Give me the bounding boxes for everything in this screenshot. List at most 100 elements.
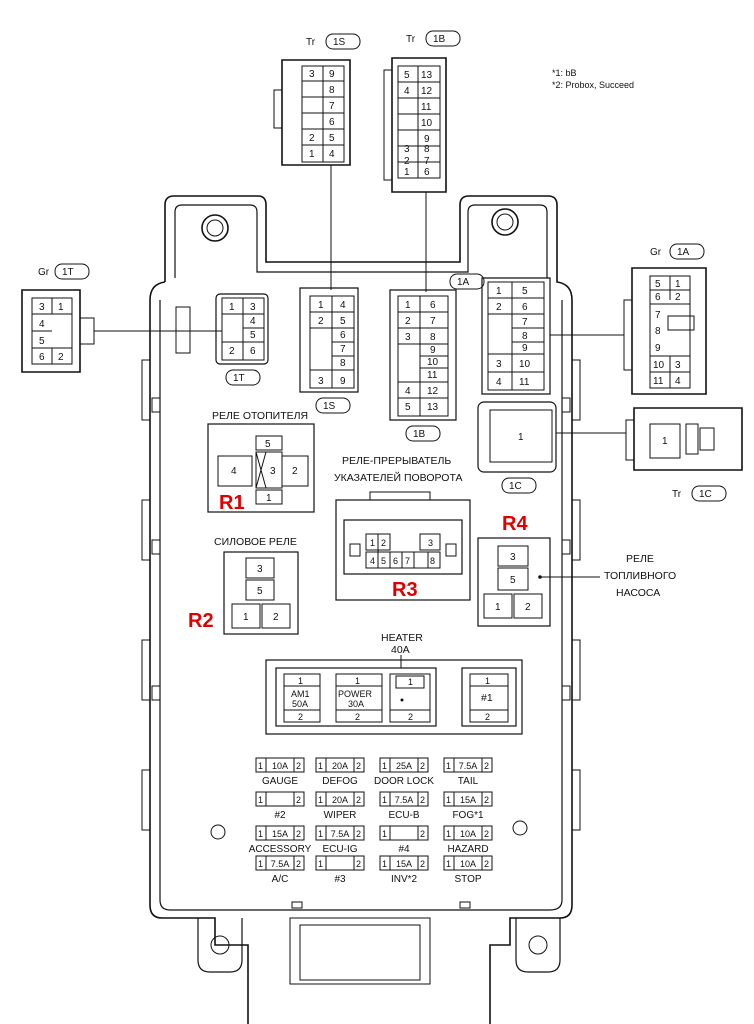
- fuse-label: #2: [274, 810, 286, 821]
- pin: 3: [257, 564, 263, 575]
- fuse-pin-2: 2: [484, 829, 489, 839]
- pin: 13: [421, 70, 433, 81]
- relay-tag: R1: [219, 492, 245, 514]
- fuse-pin-1: 1: [258, 829, 263, 839]
- fuse-pin-1: 1: [446, 795, 451, 805]
- box-code-S: 1S: [315, 397, 351, 414]
- pin: 6: [329, 117, 335, 128]
- pin: 6: [39, 352, 45, 363]
- pin: 2: [318, 316, 324, 327]
- fuse-pin-2: 2: [420, 795, 425, 805]
- fuse-bottom-pin: 2: [408, 712, 413, 722]
- fuse-name: #1: [481, 692, 493, 704]
- pin: 2: [405, 316, 411, 327]
- fuse-label: #4: [398, 844, 410, 855]
- pin: 12: [427, 386, 439, 397]
- fuse-pin-1: 1: [258, 795, 263, 805]
- fuse-amp: 7.5A: [395, 795, 414, 805]
- pin: 1: [370, 538, 375, 548]
- fuse-pin-1: 1: [318, 829, 323, 839]
- fuse-amp: 30A: [348, 699, 364, 709]
- fuse-pin-1: 1: [382, 859, 387, 869]
- pin: 1: [495, 602, 501, 613]
- pin: 4: [370, 556, 375, 566]
- fuse-amp: 15A: [396, 859, 412, 869]
- fuse-top-pin: 1: [408, 677, 413, 687]
- relay-R2: СИЛОВОЕ РЕЛЕ 3 5 1 2 R2: [188, 536, 299, 635]
- pin: 10: [427, 357, 439, 368]
- relay-label: РЕЛЕ ОТОПИТЕЛЯ: [212, 410, 308, 422]
- pin: 1: [662, 436, 668, 447]
- pin: 2: [292, 466, 298, 477]
- pin: 2: [675, 292, 681, 303]
- relay-label: РЕЛЕ-ПРЕРЫВАТЕЛЬ: [342, 455, 451, 467]
- pin: 1: [266, 493, 272, 504]
- fuse-pin-2: 2: [296, 859, 301, 869]
- pin: 2: [404, 156, 410, 167]
- pin: 1: [675, 279, 681, 290]
- connector-B-label: Tr 1B: [406, 30, 461, 47]
- pin: 5: [39, 336, 45, 347]
- pin: 9: [340, 376, 346, 387]
- pin: 3: [405, 332, 411, 343]
- pin: 4: [404, 86, 410, 97]
- pin: 1: [309, 149, 315, 160]
- note-2: *2: Probox, Succeed: [552, 80, 634, 90]
- pin: 8: [329, 85, 335, 96]
- pin: 3: [250, 302, 256, 313]
- fuse-pin-2: 2: [484, 859, 489, 869]
- pin: 2: [496, 302, 502, 313]
- relay-tag: R3: [392, 579, 418, 601]
- pin: 1: [318, 300, 324, 311]
- connector-prefix: Gr: [650, 247, 662, 258]
- fuse-name: POWER: [338, 689, 373, 699]
- pin: 3: [39, 302, 45, 313]
- box-code-C: 1C: [501, 477, 537, 494]
- pin: 1: [496, 286, 502, 297]
- pin: 12: [421, 86, 433, 97]
- fuse-label: FOG*1: [452, 810, 484, 821]
- connector-T-label: Gr 1T: [38, 263, 90, 280]
- fuse-label: STOP: [454, 874, 481, 885]
- pin: 7: [522, 317, 528, 328]
- heater-label: HEATER: [381, 632, 423, 644]
- pin: 10: [519, 359, 531, 370]
- pin: 2: [229, 346, 235, 357]
- box-code-T: 1T: [225, 369, 261, 386]
- pin: 2: [381, 538, 386, 548]
- box-code-B: 1B: [405, 425, 441, 442]
- fuse-amp: 50A: [292, 699, 308, 709]
- heater-amp: 40A: [391, 644, 410, 656]
- pin: 5: [655, 279, 661, 290]
- pin: 3: [270, 466, 276, 477]
- fuse-pin-2: 2: [356, 761, 361, 771]
- fuse-amp: 20A: [332, 761, 348, 771]
- pin: 8: [655, 326, 661, 337]
- pin: 4: [496, 377, 502, 388]
- pin: 6: [522, 302, 528, 313]
- fuse-amp: 15A: [272, 829, 288, 839]
- relay-label: СИЛОВОЕ РЕЛЕ: [214, 536, 297, 548]
- fuse-amp: 7.5A: [271, 859, 290, 869]
- fuse-amp: 15A: [460, 795, 476, 805]
- pin: 3: [510, 552, 516, 563]
- pin: 5: [265, 439, 271, 450]
- fuse-pin-1: 1: [446, 829, 451, 839]
- relay-label: ТОПЛИВНОГО: [604, 570, 676, 582]
- relay-R4: R4 3 5 1 2 РЕЛЕ ТОПЛИВНОГО НАСОСА: [477, 513, 676, 627]
- pin: 9: [430, 345, 436, 356]
- fuse-label: DEFOG: [322, 776, 358, 787]
- relay-tag: R4: [502, 513, 528, 535]
- pin: 9: [655, 343, 661, 354]
- pin: 5: [381, 556, 386, 566]
- pin: 8: [424, 144, 430, 155]
